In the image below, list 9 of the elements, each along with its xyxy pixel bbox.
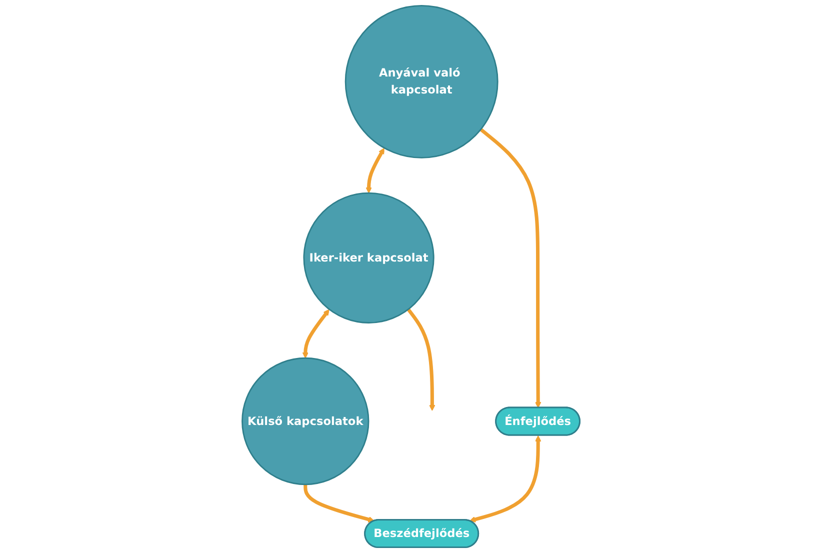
arrow — [302, 309, 330, 358]
arrow — [480, 128, 542, 408]
arrow — [366, 148, 384, 194]
node-circle: Külső kapcsolatok — [242, 357, 370, 486]
node-circle: Iker-iker kapcsolat — [303, 192, 434, 324]
arrow — [406, 308, 436, 411]
arrow — [469, 435, 542, 522]
node-circle: Anyával való kapcsolat — [344, 4, 498, 158]
arrow — [304, 484, 374, 522]
